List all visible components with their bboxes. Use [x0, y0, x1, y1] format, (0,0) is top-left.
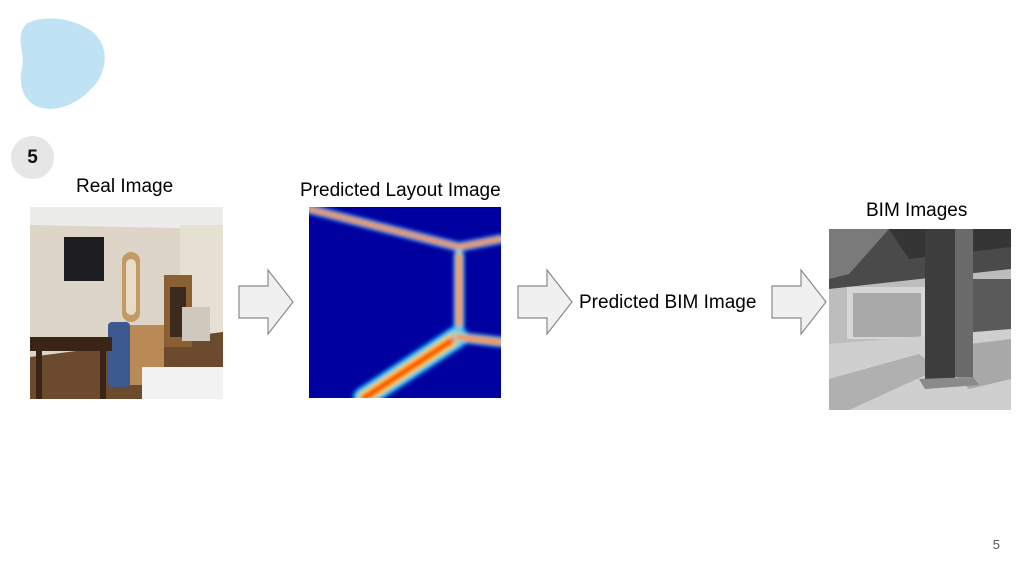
bim-render-image	[829, 229, 1011, 410]
predicted-layout-label: Predicted Layout Image	[300, 180, 501, 201]
decorative-blob	[20, 18, 105, 109]
step-number-badge: 5	[11, 136, 54, 179]
predicted-layout-heatmap	[309, 207, 501, 398]
bim-images-label: BIM Images	[866, 200, 968, 221]
step-number: 5	[27, 146, 38, 168]
arrow-right-icon	[517, 268, 573, 336]
predicted-bim-label: Predicted BIM Image	[579, 292, 757, 313]
arrow-right-icon	[238, 268, 294, 336]
page-number: 5	[992, 537, 1000, 552]
real-image-label: Real Image	[76, 176, 174, 197]
arrow-right-icon	[771, 268, 827, 336]
real-image-photo	[30, 207, 223, 399]
